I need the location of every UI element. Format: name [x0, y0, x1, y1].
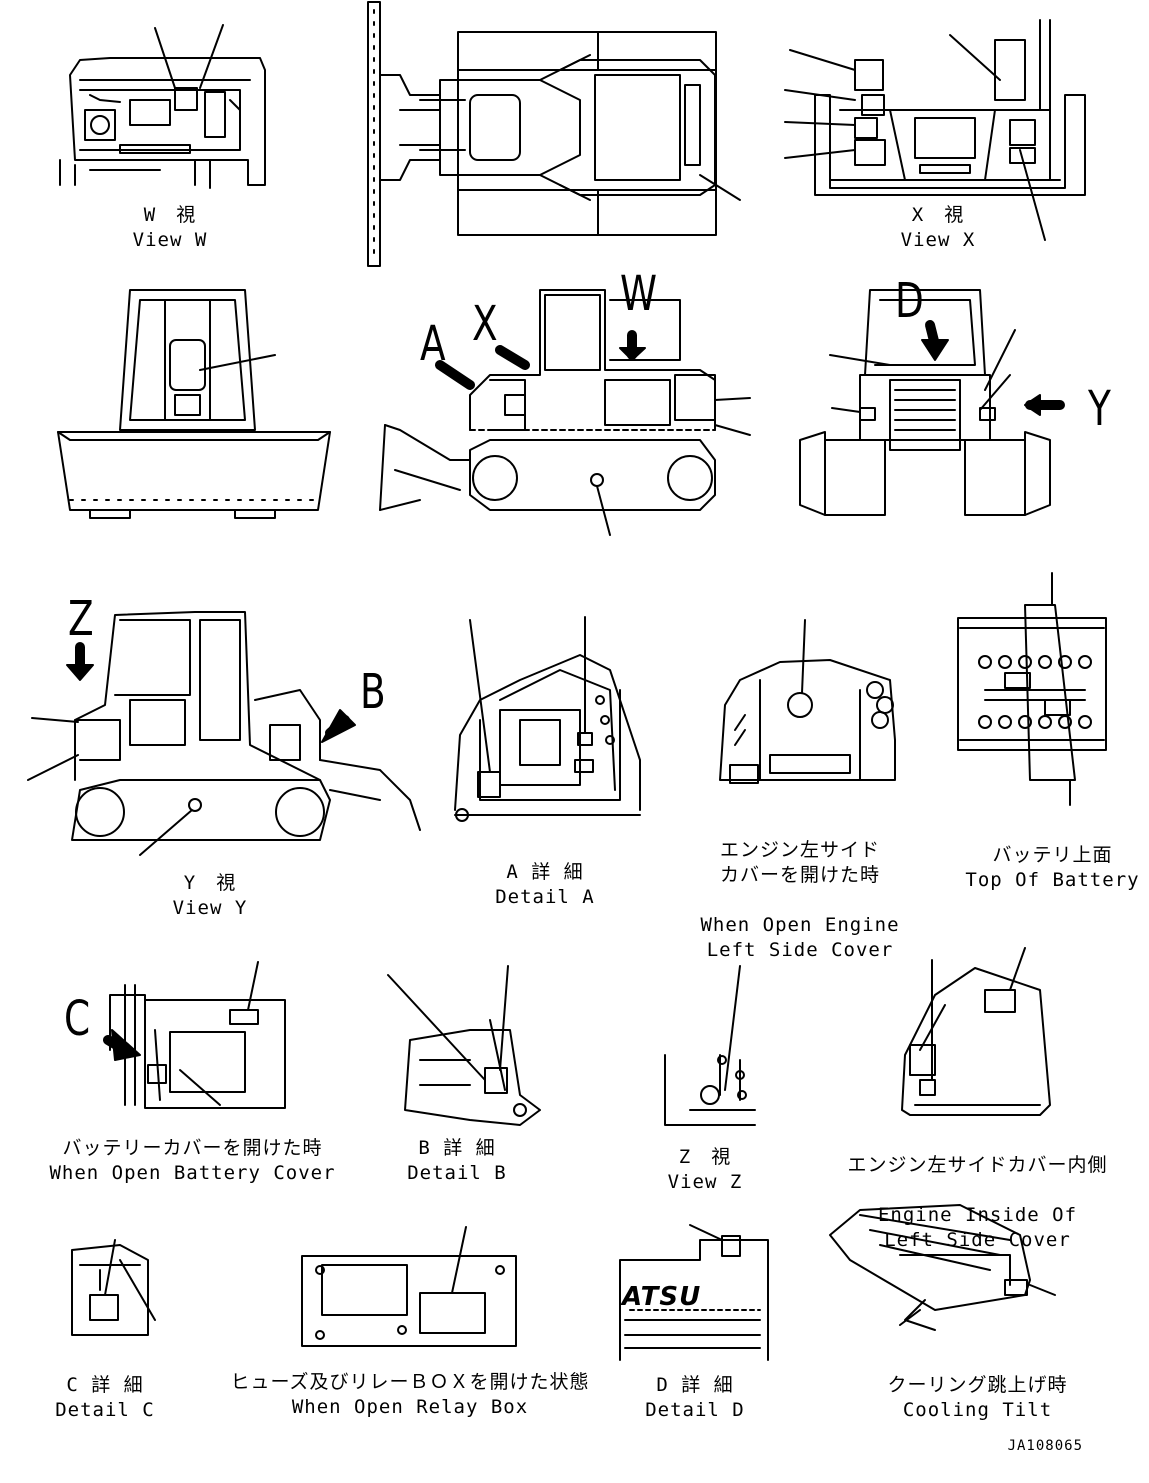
- caption-jp: D 詳 細: [656, 1374, 734, 1396]
- rear-view-drawing: [799, 289, 1065, 516]
- callout-b: B: [360, 664, 386, 720]
- caption-en: When Open Battery Cover: [49, 1162, 336, 1184]
- caption-en: View Y: [172, 897, 248, 919]
- battery-top-drawing: [957, 572, 1107, 806]
- relay-box-drawing: [301, 1226, 517, 1347]
- callout-w: W: [620, 266, 658, 322]
- caption-jp: バッテリ上面: [992, 844, 1113, 866]
- detail-a-drawing: [454, 616, 641, 822]
- side-view-drawing: [379, 289, 751, 536]
- caption-en: View W: [132, 229, 208, 251]
- caption-jp: クーリング跳上げ時: [887, 1374, 1068, 1396]
- caption-jp: Z 視: [678, 1146, 732, 1168]
- detail-d-drawing: [619, 1224, 769, 1361]
- caption-jp: B 詳 細: [418, 1137, 496, 1159]
- callout-d: D: [895, 273, 924, 329]
- caption-jp: A 詳 細: [506, 861, 584, 883]
- caption-view-w: W 視 View W: [110, 203, 230, 253]
- caption-relay-box: ヒューズ及びリレーＢＯＸを開けた状態 When Open Relay Box: [225, 1370, 595, 1420]
- callout-c: C: [64, 991, 91, 1047]
- caption-view-y: Y 視 View Y: [150, 871, 270, 921]
- battery-cover-drawing: [103, 961, 286, 1109]
- caption-en: Detail D: [645, 1399, 745, 1421]
- callout-y: Y: [1088, 381, 1111, 437]
- caption-detail-c: C 詳 細 Detail C: [40, 1373, 170, 1423]
- caption-en: When Open Relay Box: [291, 1396, 529, 1418]
- caption-cooling-tilt: クーリング跳上げ時 Cooling Tilt: [870, 1373, 1085, 1423]
- cooling-tilt-drawing: [829, 1204, 1056, 1331]
- caption-view-x: X 視 View X: [878, 203, 998, 253]
- caption-en: Detail B: [407, 1162, 507, 1184]
- caption-jp: C 詳 細: [66, 1374, 144, 1396]
- engine-left-cover-drawing: [719, 619, 896, 784]
- caption-en: Detail A: [495, 886, 595, 908]
- callout-z: Z: [68, 591, 94, 647]
- front-view-drawing: [57, 289, 331, 519]
- caption-detail-b: B 詳 細 Detail B: [392, 1136, 522, 1186]
- detail-c-drawing: [71, 1239, 156, 1336]
- drawing-number: JA108065: [1007, 1438, 1083, 1454]
- view-z-drawing: [664, 965, 756, 1126]
- caption-jp: X 視: [911, 204, 965, 226]
- caption-en: Engine Inside Of Left Side Cover: [877, 1204, 1078, 1251]
- caption-engine-inside-cover: エンジン左サイドカバー内側 Engine Inside Of Left Side…: [845, 1128, 1110, 1278]
- caption-en: Detail C: [55, 1399, 155, 1421]
- callout-a: A: [420, 316, 446, 372]
- view-y-drawing: [27, 611, 421, 856]
- plan-view-drawing: [367, 1, 741, 267]
- caption-en: View X: [900, 229, 976, 251]
- view-w-drawing: [59, 24, 266, 189]
- caption-en: Cooling Tilt: [902, 1399, 1053, 1421]
- caption-battery-cover: バッテリーカバーを開けた時 When Open Battery Cover: [40, 1136, 345, 1186]
- caption-top-of-battery: バッテリ上面 Top Of Battery: [955, 843, 1149, 893]
- detail-b-drawing: [387, 965, 541, 1126]
- callout-x: X: [472, 296, 498, 352]
- view-x-drawing: [784, 19, 1086, 241]
- caption-jp: W 視: [143, 204, 197, 226]
- caption-jp: ヒューズ及びリレーＢＯＸを開けた状態: [230, 1371, 590, 1393]
- caption-en: When Open Engine Left Side Cover: [700, 914, 900, 961]
- caption-jp: バッテリーカバーを開けた時: [62, 1137, 323, 1159]
- caption-detail-a: A 詳 細 Detail A: [480, 860, 610, 910]
- caption-en: View Z: [667, 1171, 743, 1193]
- caption-view-z: Z 視 View Z: [645, 1145, 765, 1195]
- engine-inside-cover-drawing: [901, 947, 1051, 1116]
- caption-en: Top Of Battery: [965, 869, 1140, 891]
- caption-detail-d: D 詳 細 Detail D: [630, 1373, 760, 1423]
- brand-text: ATSU: [622, 1282, 702, 1312]
- caption-jp: エンジン左サイド カバーを開けた時: [719, 839, 880, 886]
- caption-engine-left-cover: エンジン左サイド カバーを開けた時 When Open Engine Left …: [690, 813, 910, 988]
- caption-jp: Y 視: [183, 872, 237, 894]
- caption-jp: エンジン左サイドカバー内側: [847, 1154, 1108, 1176]
